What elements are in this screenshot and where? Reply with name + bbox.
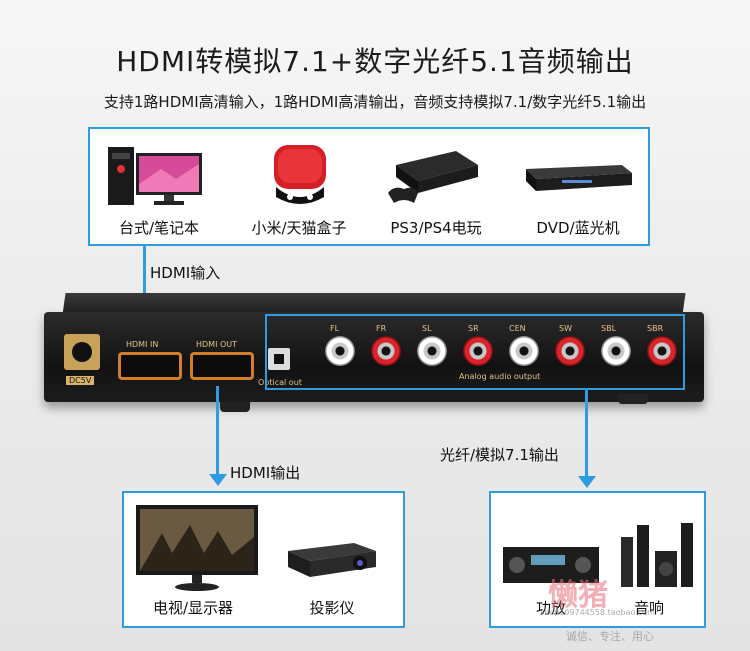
watermark-url: shop109744558.taobao.com [540, 608, 655, 617]
watermark-slogan: 诚信、专注、用心 [566, 630, 654, 643]
watermark-text: 懒猪 [548, 578, 608, 613]
channel-label-cen: CEN [509, 324, 526, 333]
hdmi-out-arrow-line [216, 386, 219, 476]
amplifier-icon [501, 543, 601, 587]
monitor-icon [132, 503, 262, 593]
dc-jack [64, 334, 100, 370]
tv-box-icon [270, 141, 330, 207]
rca-sw [555, 336, 585, 366]
channel-label-sl: SL [422, 324, 432, 333]
rca-fr [371, 336, 401, 366]
source-label-console: PS3/PS4电玩 [390, 219, 482, 237]
rca-sbl [601, 336, 631, 366]
channel-label-sbr: SBR [647, 324, 664, 333]
optical-label: Optical out [258, 378, 302, 387]
display-devices-box: 电视/显示器 投影仪 [122, 491, 405, 628]
rca-panel: FL FR SL SR CEN SW SBL SBR Analog audio … [319, 324, 689, 396]
hdmi-in-arrow-line [143, 246, 146, 326]
rca-sl [417, 336, 447, 366]
rca-sr [463, 336, 493, 366]
hdmi-out-label: HDMI输出 [230, 464, 301, 482]
audio-label-amplifier: 功放 [535, 599, 566, 617]
rca-fl [325, 336, 355, 366]
source-label-dvd: DVD/蓝光机 [536, 219, 620, 237]
game-console-icon [386, 143, 482, 209]
projector-icon [284, 537, 380, 583]
hdmi-audio-extractor: DC5V HDMI IN HDMI OUT Optical out FL FR … [44, 312, 704, 402]
hdmi-out-arrow-head [209, 474, 227, 486]
audio-output-highlight [265, 314, 685, 390]
source-label-tvbox: 小米/天猫盒子 [251, 219, 347, 237]
page-subtitle: 支持1路HDMI高清输入，1路HDMI高清输出，音频支持模拟7.1/数字光纤5.… [103, 93, 647, 111]
audio-out-arrow-head [578, 476, 596, 488]
display-label-monitor: 电视/显示器 [152, 599, 234, 617]
audio-label-speakers: 音响 [633, 599, 664, 617]
hdmi-in-port [118, 352, 182, 380]
channel-label-sbl: SBL [601, 324, 617, 333]
desktop-pc-icon [106, 139, 206, 209]
channel-label-fl: FL [330, 324, 340, 333]
display-label-projector: 投影仪 [309, 599, 355, 617]
device-foot-left [220, 402, 250, 412]
audio-out-arrow-line [585, 390, 588, 478]
channel-label-fr: FR [376, 324, 387, 333]
source-devices-box: 台式/笔记本 小米/天猫盒子 PS3/PS4电玩 DVD/蓝光机 [88, 127, 650, 246]
hdmi-out-port-label: HDMI OUT [196, 340, 238, 349]
device-foot-right [618, 394, 648, 404]
source-label-pc: 台式/笔记本 [118, 219, 200, 237]
channel-label-sw: SW [559, 324, 572, 333]
audio-out-label: 光纤/模拟7.1输出 [440, 446, 559, 464]
rca-cen [509, 336, 539, 366]
hdmi-in-port-label: HDMI IN [126, 340, 159, 349]
dc-label: DC5V [66, 376, 95, 385]
speakers-icon [611, 517, 703, 591]
analog-output-label: Analog audio output [459, 372, 541, 381]
channel-label-sr: SR [468, 324, 479, 333]
optical-port [268, 348, 290, 370]
dvd-player-icon [522, 161, 634, 197]
hdmi-out-port [190, 352, 254, 380]
rca-sbr [647, 336, 677, 366]
hdmi-in-label: HDMI输入 [150, 264, 221, 282]
audio-devices-box: 功放 音响 [489, 491, 706, 628]
page-title: HDMI转模拟7.1+数字光纤5.1音频输出 [116, 45, 634, 78]
